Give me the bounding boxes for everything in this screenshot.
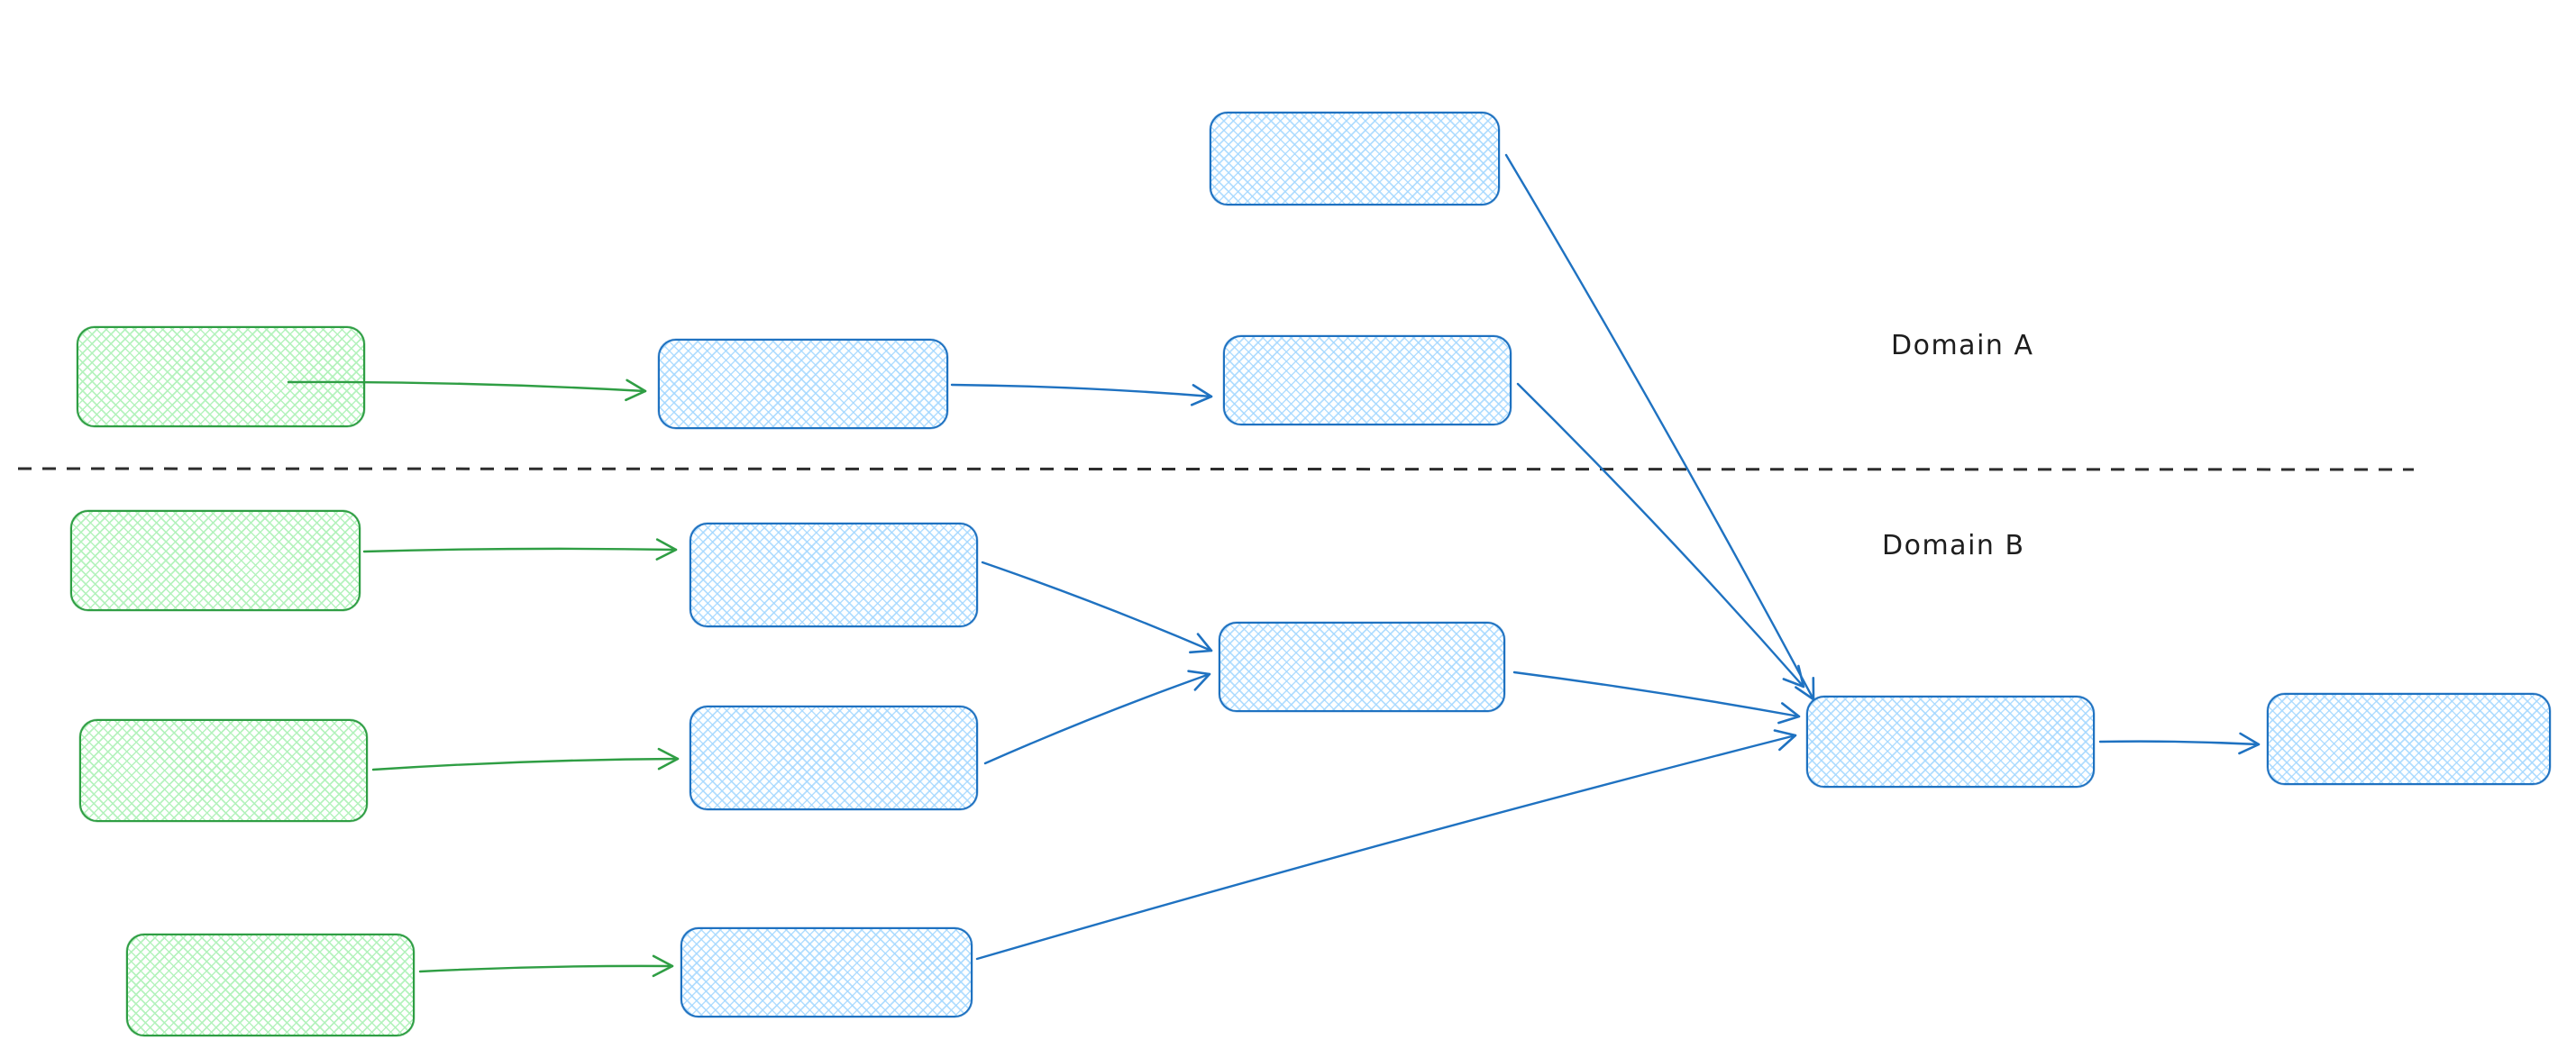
edge-b-step3-to-sink[interactable] bbox=[975, 729, 1797, 961]
node-sink-blue[interactable] bbox=[1806, 696, 2095, 788]
edge-top-to-sink[interactable] bbox=[1504, 153, 1815, 701]
node-domain-b-source2-green[interactable] bbox=[79, 719, 368, 822]
node-domain-a-source-green[interactable] bbox=[77, 326, 365, 427]
edge-b-source1-to-step1[interactable] bbox=[362, 538, 678, 561]
node-domain-b-step1-blue[interactable] bbox=[690, 523, 978, 627]
node-domain-b-source3-green[interactable] bbox=[126, 934, 415, 1036]
node-domain-b-step2-blue[interactable] bbox=[690, 706, 978, 810]
edge-sink-to-output[interactable] bbox=[2098, 732, 2261, 755]
edge-a-step1-to-step2[interactable] bbox=[950, 383, 1213, 406]
label-domain-b[interactable]: Domain B bbox=[1882, 530, 2025, 561]
node-top-blue[interactable] bbox=[1210, 112, 1500, 205]
node-domain-a-step2-blue[interactable] bbox=[1223, 335, 1512, 425]
node-domain-b-step3-blue[interactable] bbox=[681, 927, 973, 1017]
node-output-blue[interactable] bbox=[2267, 693, 2551, 785]
edge-a-source-to-step1[interactable] bbox=[287, 379, 647, 402]
edge-b-step2-to-merge[interactable] bbox=[983, 670, 1211, 765]
edge-b-step1-to-merge[interactable] bbox=[981, 561, 1213, 654]
node-domain-a-step1-blue[interactable] bbox=[658, 339, 948, 429]
edge-b-source2-to-step2[interactable] bbox=[371, 747, 680, 771]
label-domain-a[interactable]: Domain A bbox=[1891, 330, 2034, 361]
edge-a-step2-to-sink[interactable] bbox=[1516, 382, 1805, 689]
node-domain-b-merge-blue[interactable] bbox=[1219, 622, 1505, 712]
node-domain-b-source1-green[interactable] bbox=[70, 510, 361, 611]
domain-divider-line[interactable] bbox=[17, 467, 2415, 471]
edge-merge-to-sink[interactable] bbox=[1512, 670, 1801, 725]
edge-b-source3-to-step3[interactable] bbox=[418, 954, 674, 978]
